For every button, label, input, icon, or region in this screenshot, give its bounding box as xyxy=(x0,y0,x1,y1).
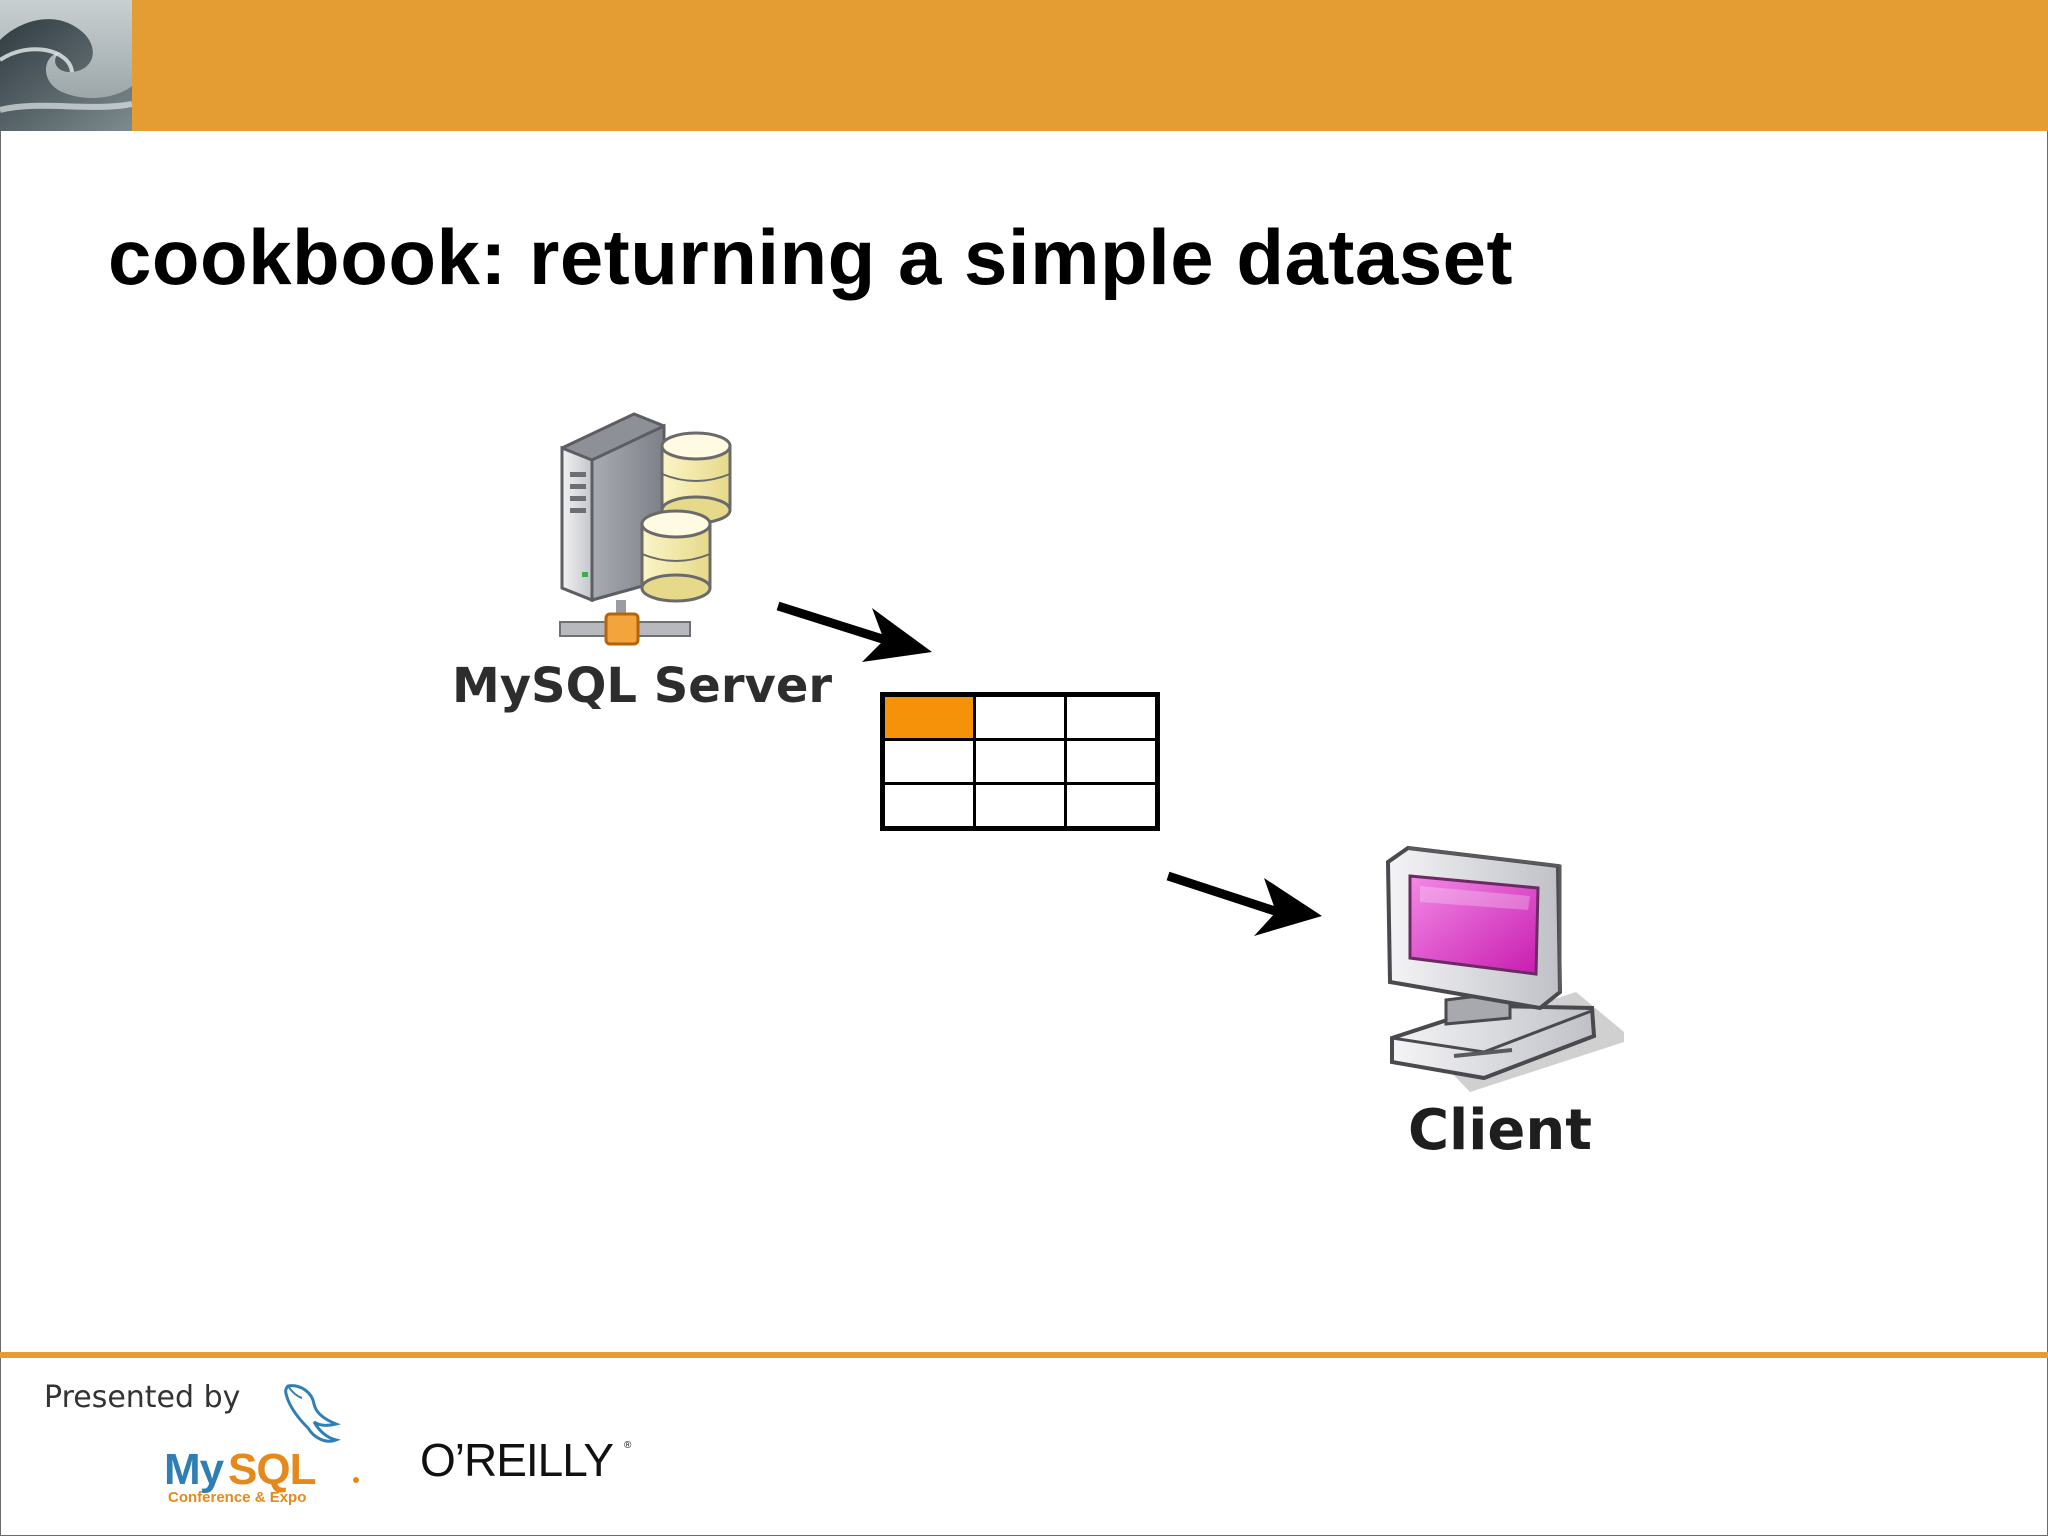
table-cell xyxy=(1064,782,1159,830)
desktop-computer-icon xyxy=(1380,842,1630,1104)
footer-rule xyxy=(0,1352,2048,1358)
table-cell xyxy=(881,782,976,830)
slide-title: cookbook: returning a simple dataset xyxy=(108,213,1513,301)
oreilly-logo: O’REILLY ® xyxy=(420,1430,640,1490)
svg-text:O’REILLY: O’REILLY xyxy=(420,1434,613,1486)
arrow-icon xyxy=(774,596,934,670)
svg-text:®: ® xyxy=(624,1440,632,1451)
svg-text:SQL: SQL xyxy=(228,1445,316,1494)
table-cell xyxy=(973,782,1067,830)
table-row xyxy=(881,782,1159,830)
table-cell xyxy=(973,693,1067,741)
presented-by-label: Presented by xyxy=(44,1380,241,1415)
table-cell xyxy=(1064,738,1159,785)
table-row xyxy=(881,693,1159,741)
header-bar xyxy=(0,0,2048,131)
ocean-wave-thumbnail xyxy=(0,0,132,131)
mysql-dolphin-logo: My SQL Conference & Expo xyxy=(160,1380,370,1506)
svg-text:Conference & Expo: Conference & Expo xyxy=(168,1489,306,1506)
table-row xyxy=(881,738,1159,785)
client-label: Client xyxy=(1407,1098,1593,1163)
table-cell xyxy=(1064,693,1159,741)
arrow-icon xyxy=(1164,866,1324,942)
table-cell xyxy=(973,738,1067,785)
table-cell xyxy=(881,738,976,785)
svg-text:My: My xyxy=(164,1445,225,1494)
result-dataset-table xyxy=(880,692,1160,831)
server-label: MySQL Server xyxy=(452,658,833,714)
database-server-icon xyxy=(556,404,742,656)
table-cell-highlighted xyxy=(881,693,976,741)
